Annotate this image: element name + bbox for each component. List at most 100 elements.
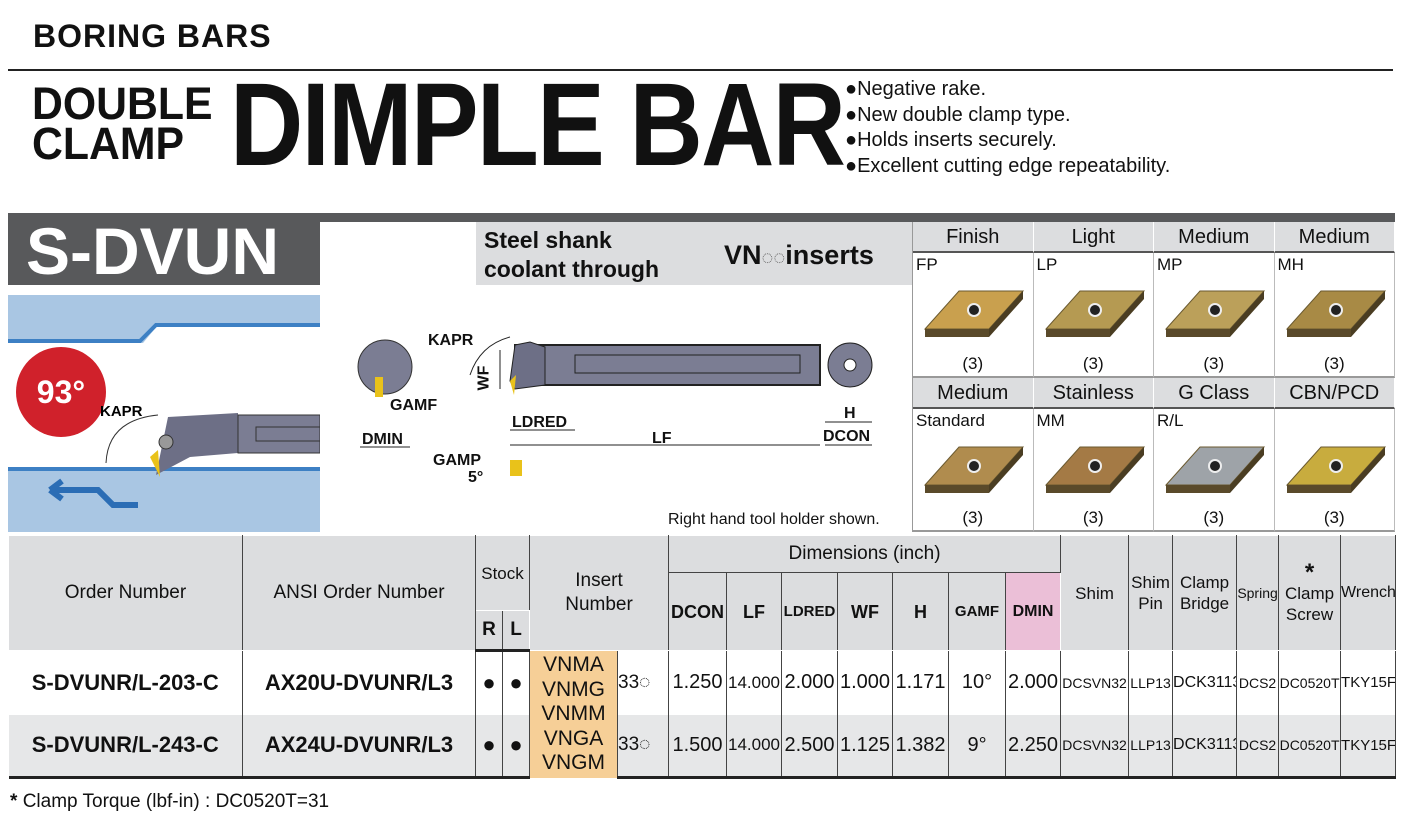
insert-grade-header: Medium — [1154, 222, 1275, 253]
dimension-drawing — [357, 336, 873, 476]
insert-cell: MP (3) — [1154, 253, 1275, 378]
spec-band — [476, 222, 912, 285]
insert-type: VNGA — [543, 726, 604, 750]
feature-item: ●Excellent cutting edge repeatability. — [845, 154, 1171, 177]
lf-dim: LF — [652, 430, 672, 447]
dim-dcon: 1.250 — [668, 650, 728, 715]
pack-quantity: (3) — [1203, 508, 1225, 527]
feature-text: Holds inserts securely. — [857, 129, 1057, 151]
dmin-dim: DMIN — [362, 431, 403, 448]
insert-cell: LP (3) — [1033, 253, 1154, 378]
header-stock: Stock — [475, 535, 530, 611]
dim-dmin: 2.250 — [1005, 714, 1062, 779]
holder-note: Right hand tool holder shown. — [668, 511, 880, 528]
pack-quantity: (3) — [1082, 508, 1104, 527]
dim-wf: 1.125 — [837, 714, 894, 779]
clamp-bridge: DCK3113 — [1172, 650, 1238, 715]
h-dim: H — [844, 405, 856, 422]
insert-image-icon — [923, 290, 1025, 337]
wf-dim: WF — [475, 365, 493, 391]
tool-diagram: KAPR WF GAMF DMIN LDRED LF H DCON GAMP 5… — [320, 285, 912, 532]
insert-cell: FP (3) — [913, 253, 1034, 378]
insert-size: 33◌ — [617, 714, 670, 779]
shim: DCSVN32 — [1060, 650, 1130, 715]
dim-wf: 1.000 — [837, 650, 894, 715]
pack-quantity: (3) — [1323, 354, 1345, 373]
placeholder-circles-icon: ◌◌ — [761, 247, 786, 269]
chipbreaker-code: Standard — [916, 411, 985, 430]
clamp-screw: DC0520T — [1278, 714, 1342, 779]
feature-item: ●Holds inserts securely. — [845, 129, 1057, 151]
header-gamf: GAMF — [948, 572, 1007, 651]
double-label: DOUBLE — [32, 78, 213, 129]
gamp-dim: GAMP — [433, 452, 481, 469]
header-dmin: DMIN — [1005, 572, 1062, 651]
dim-ldred: 2.500 — [781, 714, 839, 779]
header-h: H — [892, 572, 950, 651]
dcon-dim: DCON — [823, 428, 871, 445]
shank-line: coolant through — [484, 256, 660, 282]
insert-image-icon — [1044, 290, 1145, 337]
insert-grade-header: Finish — [913, 222, 1034, 253]
insert-image-icon — [1164, 290, 1266, 337]
insert-image-icon — [1164, 446, 1266, 493]
header-stock-r: R — [475, 610, 503, 652]
chipbreaker-code: MP — [1157, 255, 1183, 274]
divider — [8, 69, 1393, 71]
wrench: TKY15F — [1340, 650, 1397, 715]
insert-header-line: Insert — [575, 570, 623, 591]
shim-pin: LLP13 — [1128, 650, 1174, 715]
h-line: Pin — [1138, 594, 1163, 613]
insert-cell: (3) — [1274, 409, 1395, 532]
product-title: DIMPLE BAR — [230, 59, 846, 191]
pack-quantity: (3) — [1203, 354, 1225, 373]
insert-image-icon — [923, 446, 1025, 493]
insert-type: VNMA — [543, 653, 604, 676]
h-line: Clamp — [1179, 573, 1230, 592]
insert-image-icon — [1044, 446, 1145, 493]
dim-h: 1.171 — [892, 650, 950, 715]
asterisk-icon: * — [10, 791, 18, 812]
dim-lf: 14.000 — [726, 650, 783, 715]
h-line: Bridge — [1179, 594, 1230, 613]
chipbreaker-code: LP — [1036, 255, 1058, 274]
insert-type: VNMG — [542, 677, 605, 701]
asterisk-icon: * — [1304, 558, 1315, 586]
header-wrench: Wrench — [1340, 535, 1397, 651]
chipbreaker-code: MH — [1277, 255, 1304, 274]
insert-grade-header: Medium — [1274, 222, 1395, 253]
insert-type: VNMM — [541, 702, 606, 725]
header-stock-l: L — [502, 610, 530, 652]
angle-label: 93° — [37, 374, 85, 410]
feature-text: New double clamp type. — [857, 103, 1071, 126]
clamp-label: CLAMP — [32, 118, 184, 169]
ldred-dim: LDRED — [512, 414, 568, 431]
stock-r-indicator: ● — [475, 714, 503, 779]
pack-quantity: (3) — [1323, 508, 1345, 527]
boring-illustration: 93° KAPR — [8, 285, 321, 532]
inserts-prefix: VN — [724, 240, 762, 270]
insert-grade-header: Medium — [913, 378, 1034, 409]
order-number: S-DVUNR/L-203-C — [8, 650, 243, 715]
gamf-dim: GAMF — [390, 397, 438, 414]
insert-cell: MM (3) — [1033, 409, 1154, 532]
dim-h: 1.382 — [892, 714, 950, 779]
dim-gamf: 9° — [948, 714, 1007, 779]
insert-grade-header: Light — [1033, 222, 1154, 253]
kapr-dim: KAPR — [428, 332, 474, 349]
feature-list: ●Negative rake. ●New double clamp type. … — [845, 77, 1170, 179]
pack-quantity: (3) — [962, 354, 984, 373]
workpiece-illustration: 93° KAPR — [8, 285, 321, 532]
shim-pin: LLP13 — [1128, 714, 1174, 779]
inserts-suffix: inserts — [785, 240, 874, 270]
header-lf: LF — [726, 572, 783, 651]
order-number: S-DVUNR/L-243-C — [8, 714, 243, 779]
dim-dmin: 2.000 — [1005, 650, 1062, 715]
header-spring: Spring — [1236, 535, 1280, 651]
footnote: * Clamp Torque (lbf-in) : DC0520T=31 — [10, 791, 329, 813]
feature-item: ●New double clamp type. — [845, 103, 1071, 126]
